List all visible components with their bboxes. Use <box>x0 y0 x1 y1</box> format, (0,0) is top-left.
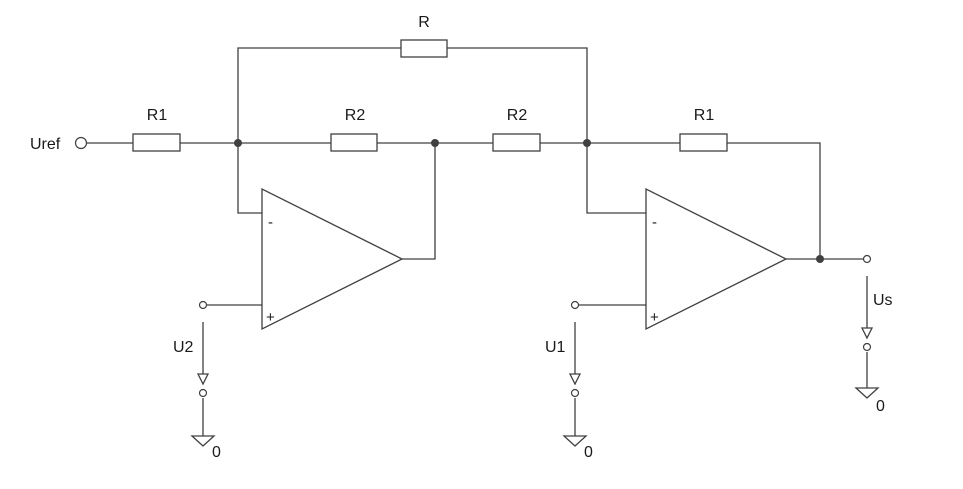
output-terminal <box>862 254 872 264</box>
u2-arrow-icon <box>196 373 210 386</box>
junction-dot <box>234 139 242 147</box>
label-ground-us: 0 <box>876 398 885 415</box>
label-r2-left: R2 <box>345 107 366 124</box>
opamp-left <box>261 187 404 331</box>
u2-terminal <box>198 300 208 310</box>
resistor-r1-right <box>679 133 728 152</box>
ground-icon <box>854 387 880 399</box>
label-input-uref: Uref <box>30 136 61 153</box>
u1-terminal <box>570 300 580 310</box>
u1-ground-terminal <box>570 388 580 398</box>
opamp-right-noninverting-sign: + <box>650 309 659 326</box>
label-u1: U1 <box>545 339 566 356</box>
opamp-right <box>645 187 788 331</box>
junction-dot <box>431 139 439 147</box>
resistor-r1-left <box>132 133 181 152</box>
junction-dot <box>583 139 591 147</box>
us-ground-terminal <box>862 342 872 352</box>
u2-ground-terminal <box>198 388 208 398</box>
label-u2: U2 <box>173 339 194 356</box>
label-r1-right: R1 <box>694 107 715 124</box>
opamp-left-noninverting-sign: + <box>266 309 275 326</box>
resistor-r2-left <box>330 133 378 152</box>
opamp-left-inverting-sign: - <box>268 214 273 231</box>
us-arrow-icon <box>860 327 874 340</box>
label-us: Us <box>873 292 893 309</box>
label-ground-u2: 0 <box>212 444 221 461</box>
ground-icon <box>562 435 588 447</box>
label-r2-right: R2 <box>507 107 528 124</box>
input-terminal <box>74 136 88 150</box>
junction-dot <box>816 255 824 263</box>
resistor-r <box>400 39 448 58</box>
ground-icon <box>190 435 216 447</box>
u1-arrow-icon <box>568 373 582 386</box>
label-r1-left: R1 <box>147 107 168 124</box>
opamp-right-inverting-sign: - <box>652 214 657 231</box>
label-ground-u1: 0 <box>584 444 593 461</box>
label-r: R <box>418 14 430 31</box>
resistor-r2-right <box>492 133 541 152</box>
wires <box>87 47 868 436</box>
